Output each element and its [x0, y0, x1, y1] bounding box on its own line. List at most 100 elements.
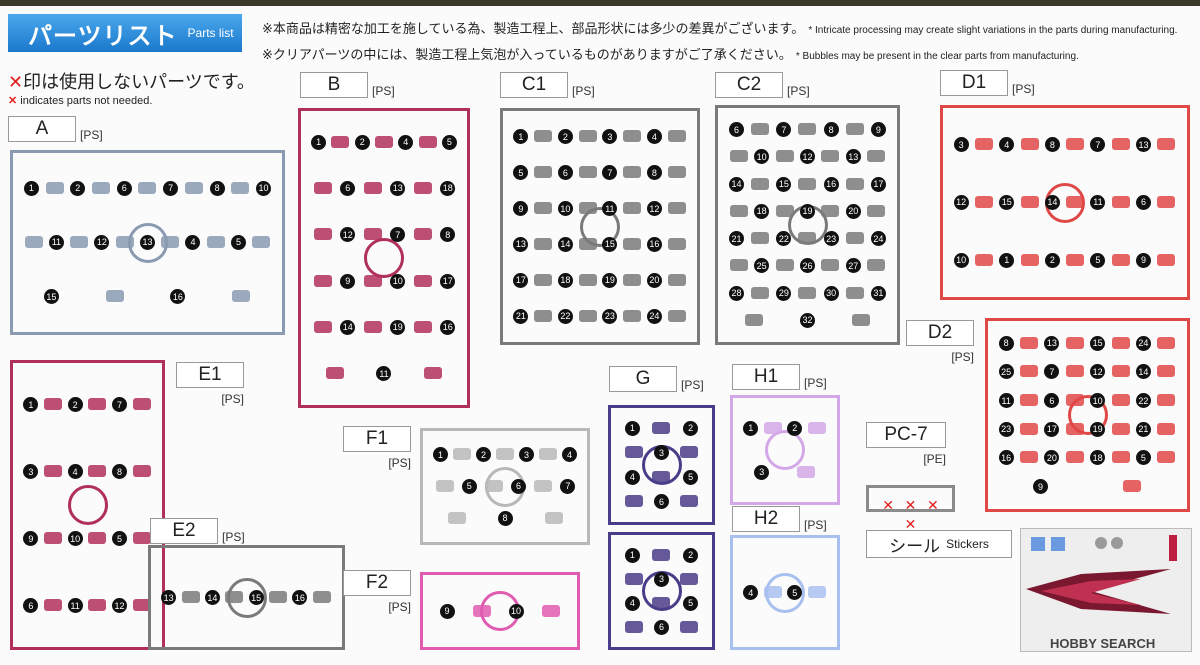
part-shape: [652, 596, 671, 609]
part-number: 21: [729, 231, 745, 247]
note-2-en: * Bubbles may be present in the clear pa…: [795, 51, 1079, 62]
sprue-gate: [765, 430, 805, 470]
part-number: 5: [111, 531, 127, 546]
part-shape: [539, 448, 557, 461]
part-number: 28: [729, 285, 745, 301]
runner-material: [PS]: [681, 378, 704, 392]
part-shape: [667, 309, 686, 322]
part-shape: [798, 286, 817, 299]
part-shape: [544, 511, 563, 524]
runner-label-f2: F2[PS]: [343, 570, 411, 614]
part-number: 7: [560, 478, 576, 494]
part-number: 11: [376, 366, 392, 382]
part-shape: [578, 309, 597, 322]
part-shape: [1020, 138, 1039, 151]
part-shape: [729, 150, 748, 163]
part-shape: [252, 235, 271, 248]
sprue-gate: [67, 485, 108, 525]
part-shape: [115, 235, 134, 248]
runner-id: C1: [500, 72, 568, 98]
part-number: 9: [439, 603, 455, 619]
part-number: 4: [999, 137, 1015, 153]
part-shape: [845, 232, 864, 245]
runner-label-e1: E1[PS]: [176, 362, 244, 406]
part-number: 31: [870, 285, 886, 301]
part-shape: [1111, 422, 1130, 435]
part-number: 18: [557, 272, 573, 288]
part-number: 7: [602, 165, 618, 181]
part-shape: [413, 181, 432, 194]
runner-material: [PS]: [804, 518, 827, 532]
runner-label-h1: H1[PS]: [732, 364, 827, 390]
part-shape: [1111, 394, 1130, 407]
part-number: ✕: [904, 516, 917, 532]
part-shape: [1020, 451, 1039, 464]
part-number: 2: [683, 420, 699, 436]
runner-id: PC-7: [866, 422, 946, 448]
runner-label-d1: D1[PS]: [940, 70, 1035, 96]
part-shape: [667, 130, 686, 143]
part-number: 6: [654, 494, 669, 510]
part-shape: [181, 591, 200, 603]
part-shape: [1157, 394, 1176, 407]
part-number: 15: [1090, 335, 1106, 351]
part-shape: [974, 195, 993, 208]
note-1-jp: ※本商品は精密な加工を施している為、製造工程上、部品形状には多少の差異がございま…: [262, 22, 805, 37]
part-number: 1: [624, 547, 640, 563]
part-shape: [578, 166, 597, 179]
part-shape: [413, 274, 432, 287]
stickers-label-jp: シール: [889, 536, 941, 557]
part-shape: [680, 572, 698, 585]
part-number: 8: [646, 165, 662, 181]
part-shape: [1157, 195, 1176, 208]
part-shape: [1020, 365, 1039, 378]
sprue-gate: [364, 238, 404, 278]
part-shape: [88, 599, 107, 611]
part-number: 29: [776, 285, 792, 301]
part-shape: [867, 150, 886, 163]
part-number: 27: [845, 258, 861, 274]
part-number: 3: [654, 445, 669, 461]
runner-label-f1: F1[PS]: [343, 426, 411, 470]
x-note-jp: 印は使用しないパーツです。: [23, 72, 255, 93]
part-shape: [132, 532, 151, 544]
part-shape: [1123, 480, 1141, 493]
runner-label-d2: D2[PS]: [906, 320, 974, 364]
part-shape: [796, 465, 815, 478]
part-number: 13: [1044, 335, 1060, 351]
runner-id: D2: [906, 320, 974, 346]
part-shape: [1020, 394, 1039, 407]
part-shape: [363, 320, 382, 333]
part-shape: [325, 367, 344, 380]
runner-material: [PS]: [787, 84, 810, 98]
part-number: 6: [511, 478, 527, 494]
part-shape: [313, 181, 332, 194]
part-number: 5: [683, 469, 699, 485]
part-shape: [763, 421, 782, 434]
part-number: 3: [754, 464, 770, 480]
part-shape: [751, 177, 770, 190]
part-number: 9: [23, 531, 39, 546]
part-shape: [974, 138, 993, 151]
part-shape: [363, 274, 382, 287]
runner-label-h2: H2[PS]: [732, 506, 827, 532]
part-number: 9: [1033, 479, 1048, 495]
part-shape: [496, 448, 514, 461]
part-number: 10: [557, 201, 573, 217]
part-number: 24: [870, 231, 886, 247]
part-number: 8: [1044, 137, 1060, 153]
part-number: 1: [999, 252, 1015, 268]
runner-material: [PS]: [80, 128, 103, 142]
part-number: 25: [754, 258, 770, 274]
part-shape: [331, 135, 350, 148]
part-number: 11: [1090, 194, 1106, 210]
runner-label-g: G[PS]: [609, 366, 704, 392]
part-shape: [313, 274, 332, 287]
part-shape: [105, 290, 124, 303]
